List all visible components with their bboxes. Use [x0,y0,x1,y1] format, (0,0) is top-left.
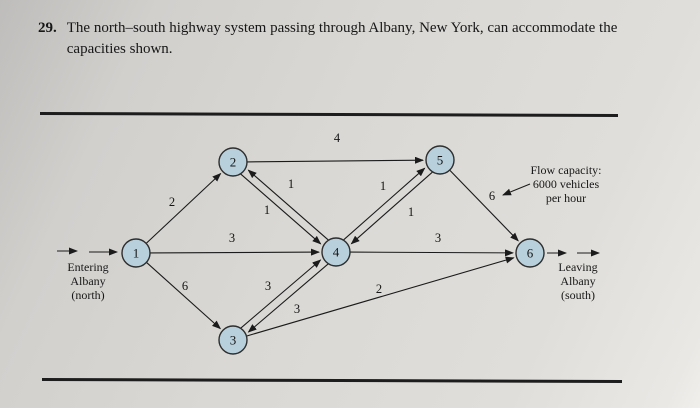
problem-text: The north–south highway system passing t… [66,20,618,57]
edge-4-6: 3 [349,231,514,257]
edge-4-3: 3 [247,263,329,333]
edge-capacity-label: 4 [334,131,341,145]
edge-4-2: 1 [247,169,329,241]
node-circle-6 [515,238,545,268]
edge-5-4: 1 [350,171,433,245]
node-1: 1 [121,238,151,268]
entering-label: Entering Albany (north) [67,260,109,302]
edge-4-5: 1 [343,167,426,241]
edge-2-4: 1 [240,173,322,245]
edge-capacity-label: 6 [182,279,188,293]
edge-capacity-label: 1 [408,205,414,219]
node-3: 3 [218,325,248,355]
problem-statement: 29. The north–south highway system passi… [38,18,630,60]
flow-note-line-1: Flow capacity: [530,163,602,177]
edge-capacity-label: 3 [265,279,271,293]
node-label-6: 6 [527,246,534,261]
edge-capacity-label: 1 [264,203,270,217]
flow-note-line-2: 6000 vehicles [532,177,600,191]
node-4: 4 [321,237,351,267]
edge-capacity-label: 1 [380,179,386,193]
edge-capacity-label: 2 [376,282,382,296]
edge-1-2: 2 [145,172,222,244]
edge-capacity-label: 3 [435,231,441,245]
flow-capacity-note: Flow capacity: 6000 vehicles per hour [521,163,611,205]
node-label-3: 3 [230,333,237,348]
node-2: 2 [218,147,248,177]
flow-note-line-3: per hour [545,191,587,205]
node-label-1: 1 [133,246,140,261]
flow-arrows-layer [57,183,600,257]
problem-number: 29. [38,20,57,36]
edge-1-4: 3 [149,231,320,256]
edge-capacity-label: 3 [294,302,300,316]
edge-capacity-label: 6 [489,189,495,203]
node-circle-5 [425,145,455,175]
node-circle-3 [218,325,248,355]
node-circle-2 [218,147,248,177]
edge-capacity-label: 3 [229,231,235,245]
edge-3-6: 2 [246,256,515,337]
node-label-2: 2 [230,155,237,170]
node-circle-1 [121,238,151,268]
node-6: 6 [515,238,545,268]
leaving-label: Leaving Albany (south) [558,260,598,302]
node-5: 5 [425,145,455,175]
node-circle-4 [321,237,351,267]
flow-note-arrow [502,183,531,196]
edge-2-5: 4 [246,131,424,164]
edge-capacity-label: 2 [169,195,175,209]
node-label-5: 5 [437,153,444,168]
node-label-4: 4 [333,245,340,260]
nodes-layer: 1 2 3 4 5 6 [121,145,545,355]
edges-layer: 2 4 3 1 1 1 1 6 3 6 3 3 2 [145,131,519,337]
edge-capacity-label: 1 [288,177,294,191]
edge-1-3: 6 [146,261,222,330]
edge-5-6: 6 [449,169,519,242]
edge-3-4: 3 [240,259,322,329]
